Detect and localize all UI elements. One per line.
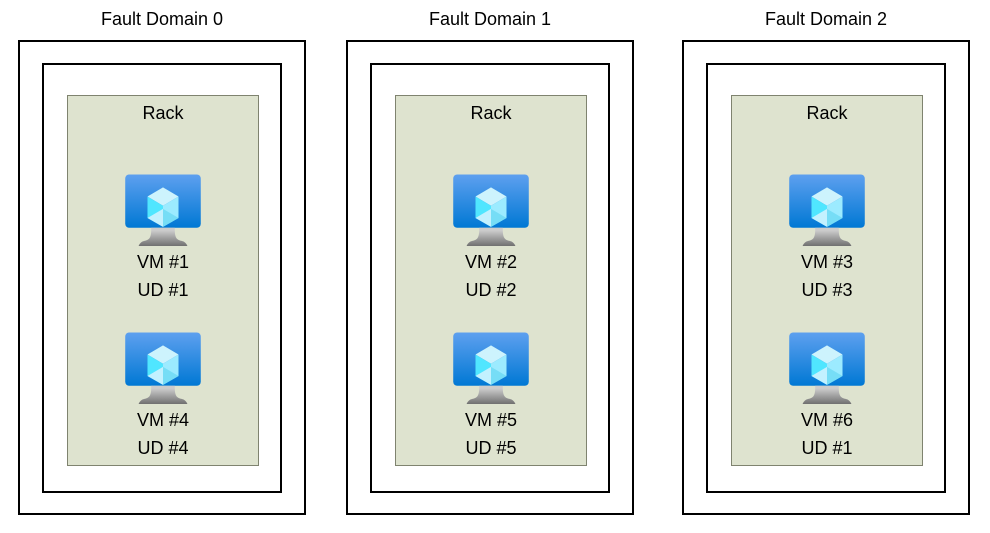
rack: Rack VM #1 UD #1 <box>67 95 259 466</box>
fault-domain-outer-box: Rack VM #1 UD #1 <box>18 40 306 515</box>
ud-number-label: UD #2 <box>465 280 517 300</box>
ud-number-label: UD #5 <box>465 438 517 458</box>
fault-domain-inner-box: Rack VM #1 UD #1 <box>42 63 282 493</box>
ud-number-label: UD #3 <box>801 280 853 300</box>
fault-domain-inner-box: Rack VM #2 UD #2 <box>370 63 610 493</box>
vm-monitor-cube-icon <box>789 332 865 404</box>
fault-domain-title: Fault Domain 2 <box>764 9 888 29</box>
vm-number-label: VM #2 <box>464 252 518 272</box>
ud-number-label: UD #1 <box>137 280 189 300</box>
fault-domain-1: Fault Domain 1 Rack <box>346 0 634 533</box>
ud-number-label: UD #1 <box>801 438 853 458</box>
vm-number-label: VM #4 <box>136 410 190 430</box>
vm-monitor-cube-icon <box>453 174 529 246</box>
vm-unit: VM #1 UD #1 <box>123 172 203 304</box>
vm-monitor-cube-icon <box>789 174 865 246</box>
fault-domain-title: Fault Domain 0 <box>100 9 224 29</box>
ud-number-label: UD #4 <box>137 438 189 458</box>
fault-domain-2: Fault Domain 2 Rack <box>682 0 970 533</box>
fault-domain-title: Fault Domain 1 <box>428 9 552 29</box>
rack: Rack VM #3 UD #3 <box>731 95 923 466</box>
vm-number-label: VM #5 <box>464 410 518 430</box>
vm-unit: VM #3 UD #3 <box>787 172 867 304</box>
fault-domain-0: Fault Domain 0 Rack <box>18 0 306 533</box>
rack: Rack VM #2 UD #2 <box>395 95 587 466</box>
vm-monitor-cube-icon <box>125 174 201 246</box>
rack-label: Rack <box>470 103 512 123</box>
vm-number-label: VM #1 <box>136 252 190 272</box>
fault-domain-outer-box: Rack VM #3 UD #3 <box>682 40 970 515</box>
rack-label: Rack <box>142 103 184 123</box>
vm-monitor-cube-icon <box>453 332 529 404</box>
fault-domain-outer-box: Rack VM #2 UD #2 <box>346 40 634 515</box>
rack-label: Rack <box>806 103 848 123</box>
vm-number-label: VM #3 <box>800 252 854 272</box>
vm-unit: VM #4 UD #4 <box>123 330 203 462</box>
vm-unit: VM #6 UD #1 <box>787 330 867 462</box>
vm-unit: VM #5 UD #5 <box>451 330 531 462</box>
fault-domain-inner-box: Rack VM #3 UD #3 <box>706 63 946 493</box>
vm-monitor-cube-icon <box>125 332 201 404</box>
vm-number-label: VM #6 <box>800 410 854 430</box>
vm-unit: VM #2 UD #2 <box>451 172 531 304</box>
